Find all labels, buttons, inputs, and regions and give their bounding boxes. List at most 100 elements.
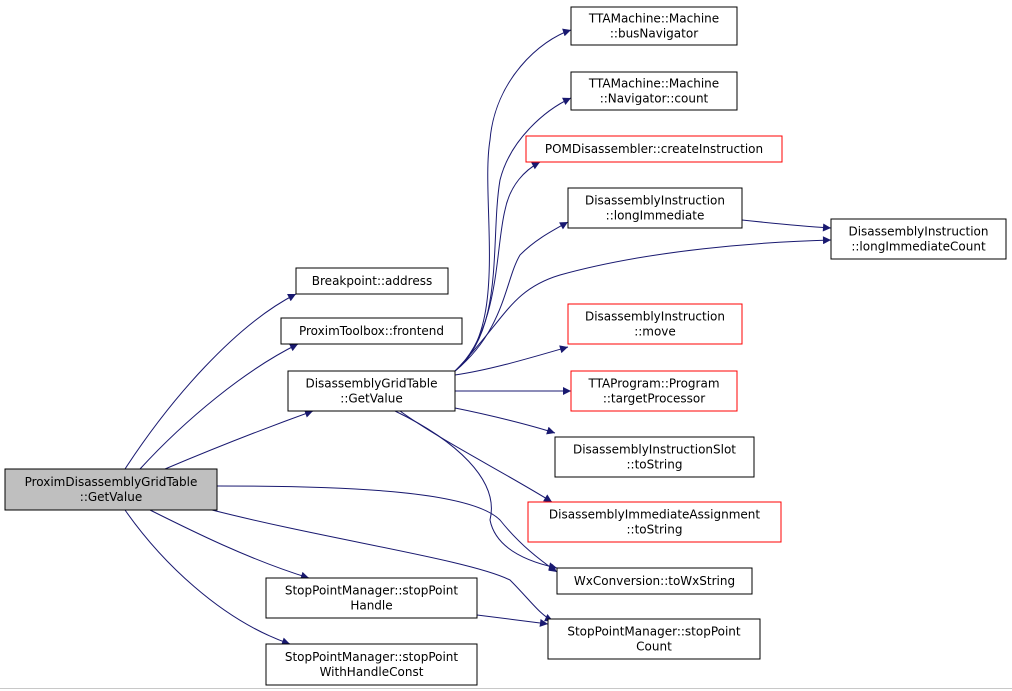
node-root[interactable]: ProximDisassemblyGridTable::GetValue — [4, 468, 218, 511]
node-grid-getvalue[interactable]: DisassemblyGridTable::GetValue — [287, 370, 456, 412]
node-box[interactable] — [280, 317, 463, 345]
node-box[interactable] — [570, 370, 738, 412]
node-label-line: TTAMachine::Machine — [588, 12, 719, 26]
node-label-line: ::targetProcessor — [603, 392, 705, 406]
node-label-line: DisassemblyGridTable — [305, 377, 437, 391]
node-label-line: DisassemblyInstructionSlot — [573, 443, 736, 457]
edge-path — [149, 509, 310, 580]
edge-root-to-spm_count — [211, 509, 554, 622]
node-box[interactable] — [295, 267, 449, 295]
node-label-line: ProximDisassemblyGridTable — [25, 475, 198, 489]
node-label-line: ::longImmediateCount — [851, 240, 986, 254]
node-label-line: ::toString — [627, 523, 683, 537]
node-box[interactable] — [554, 436, 755, 478]
edge-grid_getvalue-to-pom_create — [454, 161, 541, 372]
node-label-line: Breakpoint::address — [312, 274, 432, 288]
node-box[interactable] — [570, 6, 738, 46]
edge-path — [124, 293, 297, 470]
node-label-line: DisassemblyImmediateAssignment — [549, 508, 760, 522]
node-label-line: ::Navigator::count — [600, 92, 709, 106]
edge-path — [741, 219, 832, 232]
edge-path — [211, 509, 554, 622]
edge-path — [216, 485, 558, 573]
node-box[interactable] — [525, 135, 783, 163]
node-dis-slot[interactable]: DisassemblyInstructionSlot::toString — [554, 436, 755, 478]
node-wx-tostring[interactable]: WxConversion::toWxString — [556, 567, 753, 595]
edges-layer — [124, 28, 832, 646]
edge-path — [399, 410, 553, 503]
edge-path — [124, 509, 291, 646]
edge-grid_getvalue-to-wx_tostring — [394, 410, 558, 571]
node-label-line: ProximToolbox::frontend — [299, 324, 444, 338]
node-spm-withhandle[interactable]: StopPointManager::stopPointWithHandleCon… — [265, 643, 478, 686]
node-label-line: TTAMachine::Machine — [588, 77, 719, 91]
edge-path — [164, 409, 314, 470]
node-box[interactable] — [567, 303, 743, 345]
node-label-line: ::move — [634, 325, 676, 339]
node-box[interactable] — [547, 618, 761, 660]
node-toolbox-frontend[interactable]: ProximToolbox::frontend — [280, 317, 463, 345]
node-bp-address[interactable]: Breakpoint::address — [295, 267, 449, 295]
edge-grid_getvalue-to-di_longimm — [454, 221, 569, 372]
node-label-line: ::longImmediate — [606, 209, 705, 223]
node-prog-target[interactable]: TTAProgram::Program::targetProcessor — [570, 370, 738, 412]
edge-path — [454, 161, 541, 372]
edge-root-to-bp_address — [124, 293, 297, 470]
node-di-longimmcount[interactable]: DisassemblyInstruction::longImmediateCou… — [830, 218, 1007, 260]
node-box[interactable] — [265, 577, 478, 619]
node-box[interactable] — [265, 643, 478, 686]
node-label-line: ::toString — [627, 458, 683, 472]
edge-grid_getvalue-to-di_move — [454, 345, 569, 376]
node-box[interactable] — [556, 567, 753, 595]
edge-path — [476, 614, 549, 627]
edge-path — [454, 236, 832, 372]
edge-path — [139, 343, 299, 470]
node-di-move[interactable]: DisassemblyInstruction::move — [567, 303, 743, 345]
node-pom-create[interactable]: POMDisassembler::createInstruction — [525, 135, 783, 163]
node-box[interactable] — [830, 218, 1007, 260]
edge-di_longimm-to-di_longimmcount — [741, 219, 832, 232]
edge-path — [394, 410, 558, 571]
node-label-line: StopPointManager::stopPoint — [285, 584, 459, 598]
node-nav-count[interactable]: TTAMachine::Machine::Navigator::count — [570, 71, 738, 111]
node-label-line: StopPointManager::stopPoint — [285, 650, 459, 664]
edge-root-to-spm_withhandle — [124, 509, 291, 646]
node-box[interactable] — [287, 370, 456, 412]
edge-path — [454, 407, 556, 435]
node-box[interactable] — [527, 501, 782, 543]
node-label-line: ::busNavigator — [610, 27, 698, 41]
edge-path — [454, 221, 569, 372]
edge-root-to-toolbox_frontend — [139, 343, 299, 470]
node-box[interactable] — [570, 71, 738, 111]
edge-root-to-spm_handle — [149, 509, 310, 580]
node-label-line: Count — [636, 640, 672, 654]
node-di-longimm[interactable]: DisassemblyInstruction::longImmediate — [567, 187, 743, 229]
node-label-line: DisassemblyInstruction — [585, 194, 725, 208]
edge-root-to-grid_getvalue — [164, 409, 314, 470]
node-box[interactable] — [567, 187, 743, 229]
node-label-line: StopPointManager::stopPoint — [567, 625, 741, 639]
edge-spm_handle-to-spm_count — [476, 614, 549, 627]
node-label-line: ::GetValue — [80, 490, 142, 504]
node-label-line: Handle — [350, 599, 392, 613]
node-bus-nav[interactable]: TTAMachine::Machine::busNavigator — [570, 6, 738, 46]
node-label-line: WithHandleConst — [320, 665, 424, 679]
edge-grid_getvalue-to-di_longimmcount — [454, 236, 832, 372]
edge-path — [454, 345, 569, 376]
edge-grid_getvalue-to-dis_slot — [454, 407, 556, 435]
node-label-line: DisassemblyInstruction — [585, 310, 725, 324]
node-label-line: ::GetValue — [340, 392, 402, 406]
node-label-line: DisassemblyInstruction — [848, 225, 988, 239]
edge-path — [454, 28, 572, 372]
node-box[interactable] — [4, 468, 218, 511]
edge-grid_getvalue-to-dia_tostring — [399, 410, 553, 503]
node-dia-tostring[interactable]: DisassemblyImmediateAssignment::toString — [527, 501, 782, 543]
edge-root-to-wx_tostring — [216, 485, 558, 573]
bottom-divider — [0, 688, 1012, 689]
edge-grid_getvalue-to-bus_nav — [454, 28, 572, 372]
nodes-layer: ProximDisassemblyGridTable::GetValue Brea… — [4, 6, 1007, 686]
node-label-line: TTAProgram::Program — [587, 377, 719, 391]
